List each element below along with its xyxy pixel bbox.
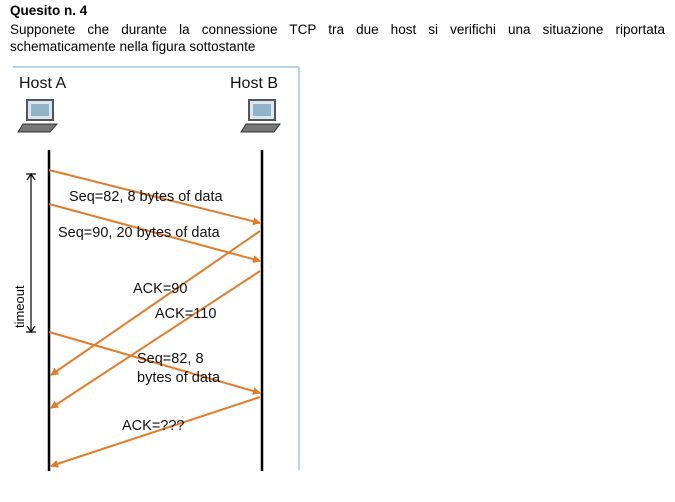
host-a-label: Host A	[19, 75, 67, 92]
timeout-label: timeout	[12, 285, 27, 328]
question-title: Quesito n. 4	[10, 3, 88, 18]
ack110-label: ACK=110	[155, 306, 217, 322]
diagram-canvas	[13, 66, 300, 471]
seq82-label: Seq=82, 8 bytes of data	[69, 189, 223, 205]
arrow-ack90	[50, 230, 261, 376]
computer-icon-host-b	[240, 99, 281, 133]
seq82-retransmit-label-line2: bytes of data	[137, 370, 221, 386]
arrow-ack-unknown	[50, 396, 261, 468]
question-text: Supponete che durante la connessione TCP…	[10, 22, 665, 54]
timeout-bracket	[26, 172, 36, 334]
arrow-seq90	[48, 203, 261, 264]
arrow-seq82-retransmit	[48, 331, 261, 395]
tcp-diagram: Host A Host B timeout Seq=82, 8 bytes of…	[10, 66, 300, 472]
host-b-label: Host B	[230, 75, 279, 92]
arrow-ack110	[50, 270, 261, 409]
arrow-seq82	[48, 169, 261, 226]
seq90-label: Seq=90, 20 bytes of data	[58, 225, 220, 241]
seq82-retransmit-label-line1: Seq=82, 8	[137, 351, 204, 367]
computer-icon-host-a	[17, 99, 59, 133]
ack-unknown-label: ACK=???	[122, 418, 185, 434]
ack90-label: ACK=90	[133, 281, 188, 297]
